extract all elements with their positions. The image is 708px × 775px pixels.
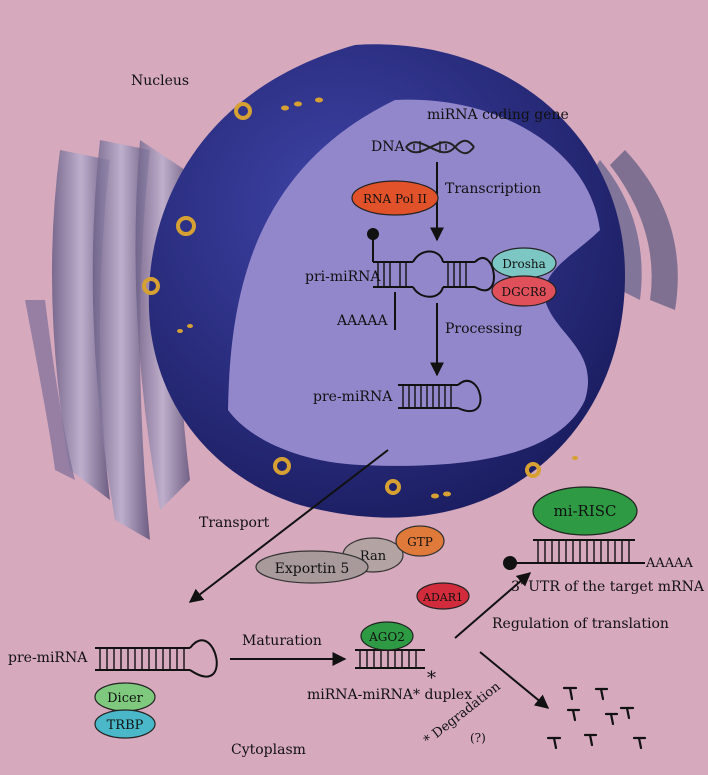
dicer-label: Dicer [107,691,144,706]
target-mrna-strand [503,539,645,570]
mrna-aaaaa-label: AAAAA [645,556,694,571]
processing-label: Processing [445,321,523,337]
regulation-arrow [454,572,532,639]
degraded-fragments-icon [546,686,647,750]
gtp-label: GTP [407,535,433,549]
ago2-label: AGO2 [368,630,405,644]
gtp-protein: GTP [395,525,445,557]
rna-pol-ii-protein: RNA Pol II [351,180,439,216]
dgcr8-label: DGCR8 [501,285,546,299]
mirna-duplex [355,649,425,669]
dna-label: DNA [371,139,405,155]
duplex-star: * [427,668,436,689]
mirna-coding-gene-label: miRNA coding gene [427,107,569,123]
pre-mirna-nucleus-label: pre-miRNA [313,389,393,405]
pri-aaaaa-label: AAAAA [336,313,388,329]
pre-mirna-cytoplasm-label: pre-miRNA [8,650,88,666]
degradation-question-label: (?) [470,731,486,745]
mi-risc-complex: mi-RISC [532,486,638,536]
degradation-arrow [479,651,550,709]
regulation-label: Regulation of translation [492,616,669,632]
rna-pol-ii-label: RNA Pol II [363,192,427,206]
trbp-label: TRBP [107,718,144,733]
transport-arrow [188,449,389,603]
pri-mirna-label: pri-miRNA [305,269,381,285]
target-utr-label: 3' UTR of the target mRNA [511,579,705,595]
endoplasmic-reticulum-right [590,150,678,310]
exportin5-label: Exportin 5 [275,561,350,577]
pre-mirna-nucleus-hairpin [398,379,482,412]
pri-mirna-hairpin [367,228,495,330]
ran-label: Ran [360,549,387,564]
drosha-protein: Drosha [491,247,557,279]
exportin5-protein: Exportin 5 [255,550,369,584]
mi-risc-label: mi-RISC [553,502,616,520]
dicer-protein: Dicer [94,682,156,712]
trbp-protein: TRBP [94,709,156,739]
dgcr8-protein: DGCR8 [491,275,557,307]
nucleus-label: Nucleus [131,73,189,89]
dna-helix-icon [405,139,475,155]
adar1-label: ADAR1 [422,591,463,604]
transport-label: Transport [199,515,270,531]
pre-mirna-cytoplasm-hairpin [95,639,218,678]
ago2-protein: AGO2 [360,621,414,651]
maturation-label: Maturation [242,633,322,649]
duplex-label: miRNA-miRNA* duplex [307,687,472,703]
nucleus-sphere [142,44,625,518]
adar1-protein: ADAR1 [416,582,470,610]
drosha-label: Drosha [502,257,546,271]
cytoplasm-label: Cytoplasm [231,742,306,758]
transcription-label: Transcription [445,181,541,197]
